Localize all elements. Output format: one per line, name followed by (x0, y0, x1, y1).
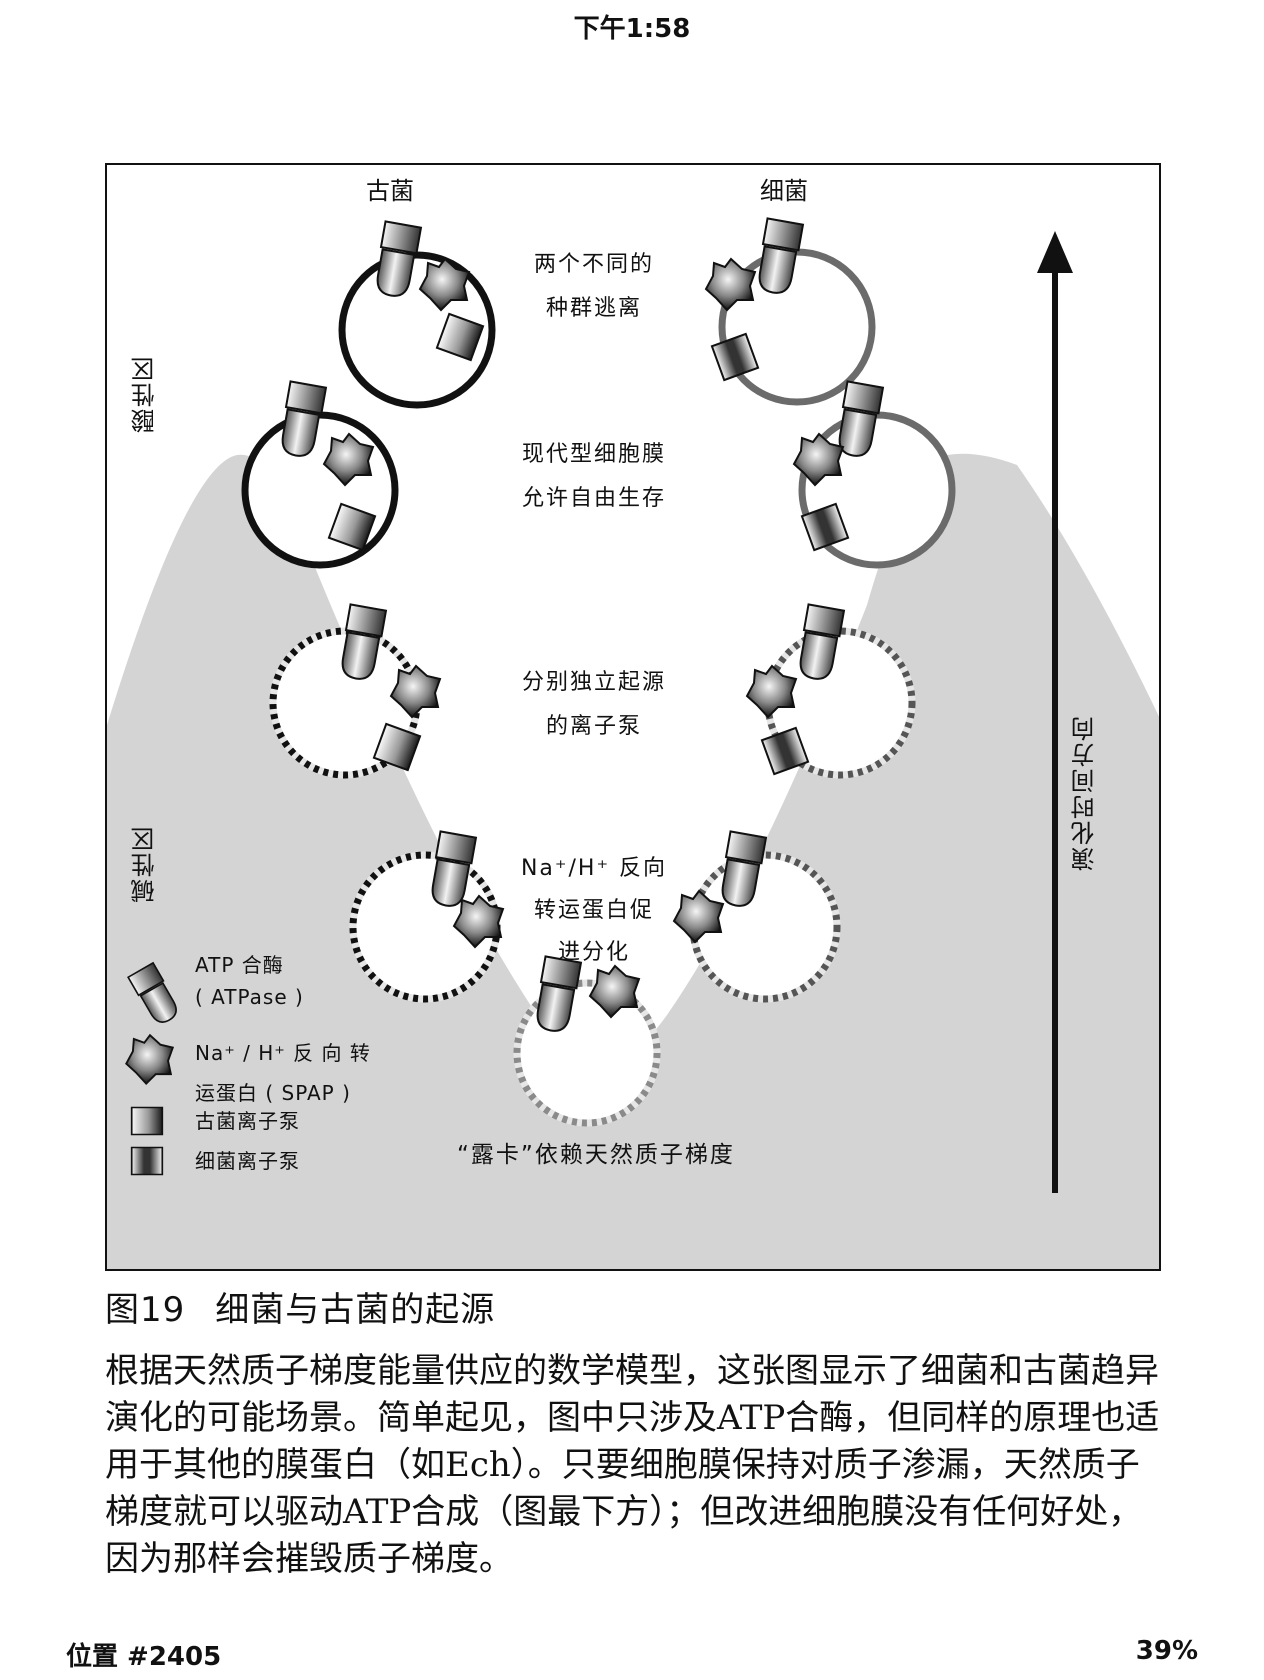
evolution-axis-label: 演化时间方向 (1071, 715, 1099, 871)
archaea-cell-stage-4 (349, 830, 504, 1003)
body-paragraph: 根据天然质子梯度能量供应的数学模型，这张图显示了细菌和古菌趋异演化的可能场景。简… (105, 1351, 1160, 1579)
stage-text-1: 两个不同的种群逃离 (533, 252, 654, 321)
legend-archaea-pump-label: 古菌离子泵 (195, 1109, 300, 1133)
archaea-column-label: 古菌 (366, 177, 414, 205)
acid-zone-label: 酸性区 (131, 355, 159, 433)
legend-atpase-label: ATP 合酶( ATPase ) (195, 953, 304, 1009)
figure-frame: 古菌 细菌 两个不同的种群逃离 现代型细胞膜允许自由生存 分别独立起源的离子泵 … (105, 163, 1161, 1271)
luca-cell (513, 955, 661, 1127)
caption-number: 图19 (105, 1290, 186, 1330)
luca-note: “露卡”依赖天然质子梯度 (457, 1142, 735, 1168)
legend-antiporter-label: Na⁺ / H⁺ 反 向 转运蛋白 ( SPAP ) (195, 1041, 371, 1105)
legend-archaea-pump-icon (130, 1106, 164, 1136)
legend-bacteria-pump-icon (130, 1146, 164, 1176)
legend-bacteria-pump-label: 细菌离子泵 (195, 1149, 300, 1173)
bacteria-cell-stage-4 (673, 830, 841, 1003)
stage-text-4: Na⁺/H⁺ 反向转运蛋白促进分化 (520, 856, 668, 965)
progress-percent: 39% (1135, 1636, 1198, 1666)
caption-title: 细菌与古菌的起源 (215, 1290, 496, 1330)
archaea-cell-stage-3 (269, 603, 441, 779)
stage-text-3: 分别独立起源的离子泵 (521, 670, 666, 739)
location-indicator: 位置 #2405 (66, 1642, 222, 1672)
up-arrow-icon (1037, 231, 1073, 1193)
stage-text-2: 现代型细胞膜允许自由生存 (521, 442, 666, 511)
bacteria-cell-stage-2 (793, 380, 956, 569)
status-time: 下午1:58 (573, 14, 691, 44)
alkaline-zone-label: 碱性区 (131, 825, 159, 903)
figure-caption: 图19 细菌与古菌的起源 (105, 1282, 495, 1331)
bacteria-cell-stage-3 (746, 603, 916, 779)
bacteria-cell-stage-1 (705, 217, 876, 406)
archaea-cell-stage-1 (338, 220, 496, 409)
divergence-diagram (107, 217, 1159, 1269)
bacteria-column-label: 细菌 (760, 177, 808, 205)
archaea-cell-stage-2 (241, 380, 399, 569)
